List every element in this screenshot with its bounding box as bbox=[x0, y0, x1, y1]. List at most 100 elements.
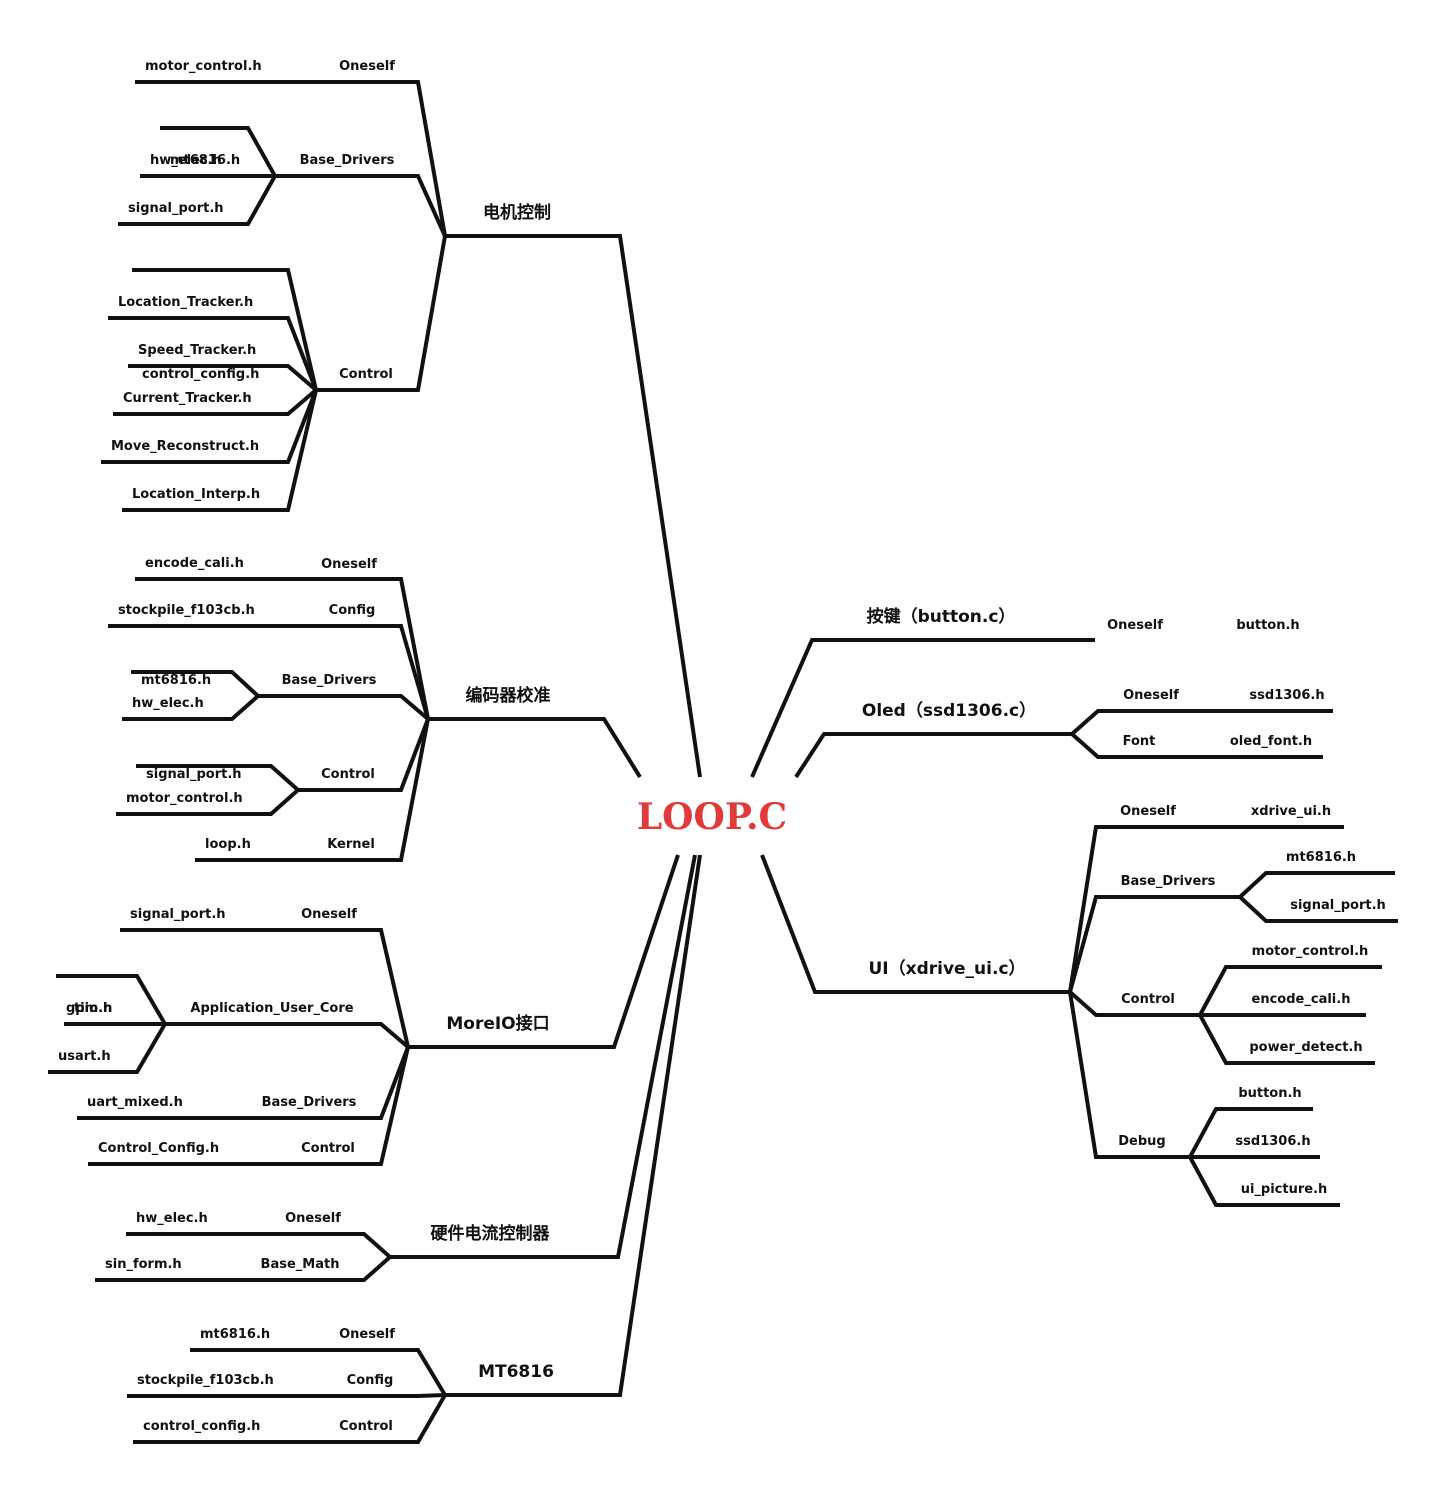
branch-ui-group-oneself-connector bbox=[1068, 825, 1344, 993]
root-node-title: LOOP.C bbox=[637, 796, 787, 838]
branch-moreio-group-control-label: Control bbox=[301, 1141, 355, 1156]
branch-ui-group-control-label: Control bbox=[1121, 992, 1175, 1007]
branch-moreio-group-application-user-core-leaf-line-0 bbox=[56, 974, 167, 1026]
branch-encoder-group-kernel-leaf-0: loop.h bbox=[205, 837, 251, 852]
branch-hwcurrent-group-oneself-connector bbox=[126, 1232, 392, 1259]
branch-motor-group-base-drivers-leaf-line-2 bbox=[118, 175, 277, 226]
branch-encoder-group-control-leaf-1: motor_control.h bbox=[126, 791, 243, 806]
branch-oled-group-font-leaf-0: oled_font.h bbox=[1230, 734, 1312, 749]
branch-encoder-group-base-drivers-leaf-0: mt6816.h bbox=[141, 673, 211, 688]
branch-mt6816-trunk bbox=[445, 854, 702, 1397]
branch-encoder-group-oneself-leaf-0: encode_cali.h bbox=[145, 556, 244, 571]
branch-encoder-group-control-leaf-line-1 bbox=[116, 788, 300, 816]
branch-ui-group-debug-leaf-0: button.h bbox=[1238, 1086, 1301, 1101]
branch-motor-group-base-drivers-leaf-0: mt6816.h bbox=[170, 153, 240, 168]
branch-encoder-group-control-connector bbox=[298, 718, 430, 792]
branch-ui-group-base-drivers-leaf-0: mt6816.h bbox=[1286, 850, 1356, 865]
branch-motor-group-control-leaf-0: control_config.h bbox=[142, 367, 259, 382]
branch-moreio-group-base-drivers-label: Base_Drivers bbox=[262, 1095, 357, 1110]
branch-hwcurrent-trunk bbox=[390, 854, 697, 1259]
branch-ui-group-base-drivers-connector bbox=[1068, 895, 1240, 993]
branch-encoder-group-config-label: Config bbox=[329, 603, 376, 618]
branch-moreio-group-oneself-leaf-0: signal_port.h bbox=[130, 907, 226, 922]
branch-motor-group-control-label: Control bbox=[339, 367, 393, 382]
connector-lines bbox=[48, 80, 1398, 1444]
branch-moreio-group-oneself-connector bbox=[120, 928, 410, 1048]
branch-ui-group-debug-leaf-2: ui_picture.h bbox=[1241, 1182, 1328, 1197]
branch-motor-group-oneself-connector bbox=[135, 80, 447, 237]
branch-oled-title: Oled（ssd1306.c） bbox=[862, 700, 1036, 721]
branch-moreio-group-base-drivers-leaf-0: uart_mixed.h bbox=[87, 1095, 183, 1110]
branch-ui-group-debug-label: Debug bbox=[1118, 1134, 1165, 1149]
branch-ui-group-control-leaf-1: encode_cali.h bbox=[1252, 992, 1351, 1007]
branch-mt6816-group-config-label: Config bbox=[347, 1373, 394, 1388]
branch-ui-trunk bbox=[760, 854, 1070, 994]
branch-ui-group-control-leaf-2: power_detect.h bbox=[1249, 1040, 1362, 1055]
branch-moreio-trunk bbox=[408, 854, 680, 1049]
branch-ui-group-control-leaf-line-2 bbox=[1198, 1014, 1375, 1065]
branch-ui-group-control-leaf-line-0 bbox=[1198, 965, 1382, 1016]
branch-motor-title: 电机控制 bbox=[483, 202, 551, 223]
branch-moreio-group-control-connector bbox=[88, 1046, 410, 1166]
branch-motor-group-base-drivers-leaf-line-0 bbox=[160, 126, 277, 177]
branch-moreio-group-application-user-core-leaf-1: tim.h bbox=[74, 1001, 112, 1016]
branch-motor-group-base-drivers-label: Base_Drivers bbox=[300, 153, 395, 168]
branch-ui-group-base-drivers-leaf-1: signal_port.h bbox=[1290, 898, 1386, 913]
branch-encoder-group-oneself-label: Oneself bbox=[321, 557, 377, 572]
branch-ui-group-base-drivers-leaf-line-0 bbox=[1238, 871, 1395, 899]
branch-encoder-group-base-drivers-label: Base_Drivers bbox=[282, 673, 377, 688]
branch-ui-group-control-leaf-0: motor_control.h bbox=[1252, 944, 1369, 959]
branch-motor-group-control-leaf-5: Location_Interp.h bbox=[132, 487, 260, 502]
branch-mt6816-group-config-leaf-0: stockpile_f103cb.h bbox=[137, 1373, 274, 1388]
branch-motor-group-control-leaf-line-1 bbox=[108, 316, 318, 391]
branch-ui-group-control-connector bbox=[1068, 990, 1200, 1017]
branch-encoder-group-kernel-connector bbox=[195, 718, 430, 862]
branch-moreio-group-oneself-label: Oneself bbox=[301, 907, 357, 922]
branch-mt6816-group-oneself-connector bbox=[190, 1348, 447, 1397]
branch-ui-group-debug-leaf-line-2 bbox=[1188, 1156, 1340, 1207]
branch-mt6816-group-control-label: Control bbox=[339, 1419, 393, 1434]
branch-encoder-group-oneself-connector bbox=[135, 577, 430, 720]
branch-motor-group-base-drivers-leaf-1: hw_elec.h bbox=[150, 153, 222, 168]
branch-encoder-group-control-leaf-line-0 bbox=[136, 764, 300, 792]
branch-motor-group-control-leaf-4: Move_Reconstruct.h bbox=[111, 439, 259, 454]
branch-motor-group-control-leaf-3: Current_Tracker.h bbox=[123, 391, 252, 406]
branch-encoder-group-config-connector bbox=[108, 624, 430, 720]
branch-ui-group-oneself-leaf-0: xdrive_ui.h bbox=[1251, 804, 1331, 819]
branch-moreio-group-application-user-core-label: Application_User_Core bbox=[190, 1001, 353, 1016]
branch-ui-group-base-drivers-label: Base_Drivers bbox=[1121, 874, 1216, 889]
branch-hwcurrent-group-base-math-leaf-0: sin_form.h bbox=[105, 1257, 182, 1272]
branch-button-title: 按键（button.c） bbox=[867, 606, 1016, 627]
branch-encoder-group-base-drivers-leaf-line-1 bbox=[122, 694, 260, 721]
branch-motor-group-control-leaf-1: Location_Tracker.h bbox=[118, 295, 253, 310]
branch-mt6816-group-oneself-label: Oneself bbox=[339, 1327, 395, 1342]
branch-motor-group-oneself-leaf-0: motor_control.h bbox=[145, 59, 262, 74]
branch-oled-trunk bbox=[794, 732, 1072, 779]
branch-motor-group-control-leaf-2: Speed_Tracker.h bbox=[138, 343, 256, 358]
branch-encoder-group-base-drivers-connector bbox=[258, 694, 430, 721]
branch-moreio-group-application-user-core-leaf-line-2 bbox=[48, 1022, 167, 1074]
branch-oled-group-oneself-connector bbox=[1070, 709, 1333, 736]
branch-encoder-group-control-leaf-0: signal_port.h bbox=[146, 767, 242, 782]
branch-motor-group-control-leaf-line-4 bbox=[101, 389, 318, 464]
branch-encoder-title: 编码器校准 bbox=[466, 685, 551, 706]
branch-oled-group-oneself-leaf-0: ssd1306.h bbox=[1249, 688, 1324, 703]
branch-encoder-group-base-drivers-leaf-1: hw_elec.h bbox=[132, 696, 204, 711]
branch-hwcurrent-group-oneself-leaf-0: hw_elec.h bbox=[136, 1211, 208, 1226]
branch-encoder-group-control-label: Control bbox=[321, 767, 375, 782]
branch-oled-group-font-connector bbox=[1070, 732, 1323, 759]
branch-motor-group-control-leaf-line-5 bbox=[122, 389, 318, 512]
branch-moreio-group-base-drivers-connector bbox=[77, 1046, 410, 1120]
branch-mt6816-group-control-connector bbox=[133, 1394, 447, 1444]
branch-motor-trunk bbox=[445, 234, 702, 778]
branch-ui-group-debug-leaf-1: ssd1306.h bbox=[1235, 1134, 1310, 1149]
branch-moreio-group-application-user-core-connector bbox=[165, 1022, 410, 1049]
branch-encoder-trunk bbox=[428, 717, 642, 779]
branch-moreio-group-application-user-core-leaf-2: usart.h bbox=[58, 1049, 111, 1064]
branch-button-trunk bbox=[750, 638, 1095, 778]
branch-ui-group-debug-leaf-line-0 bbox=[1188, 1107, 1313, 1158]
branch-moreio-title: MoreIO接口 bbox=[446, 1013, 549, 1034]
branch-button-group-oneself-label: Oneself bbox=[1107, 618, 1163, 633]
